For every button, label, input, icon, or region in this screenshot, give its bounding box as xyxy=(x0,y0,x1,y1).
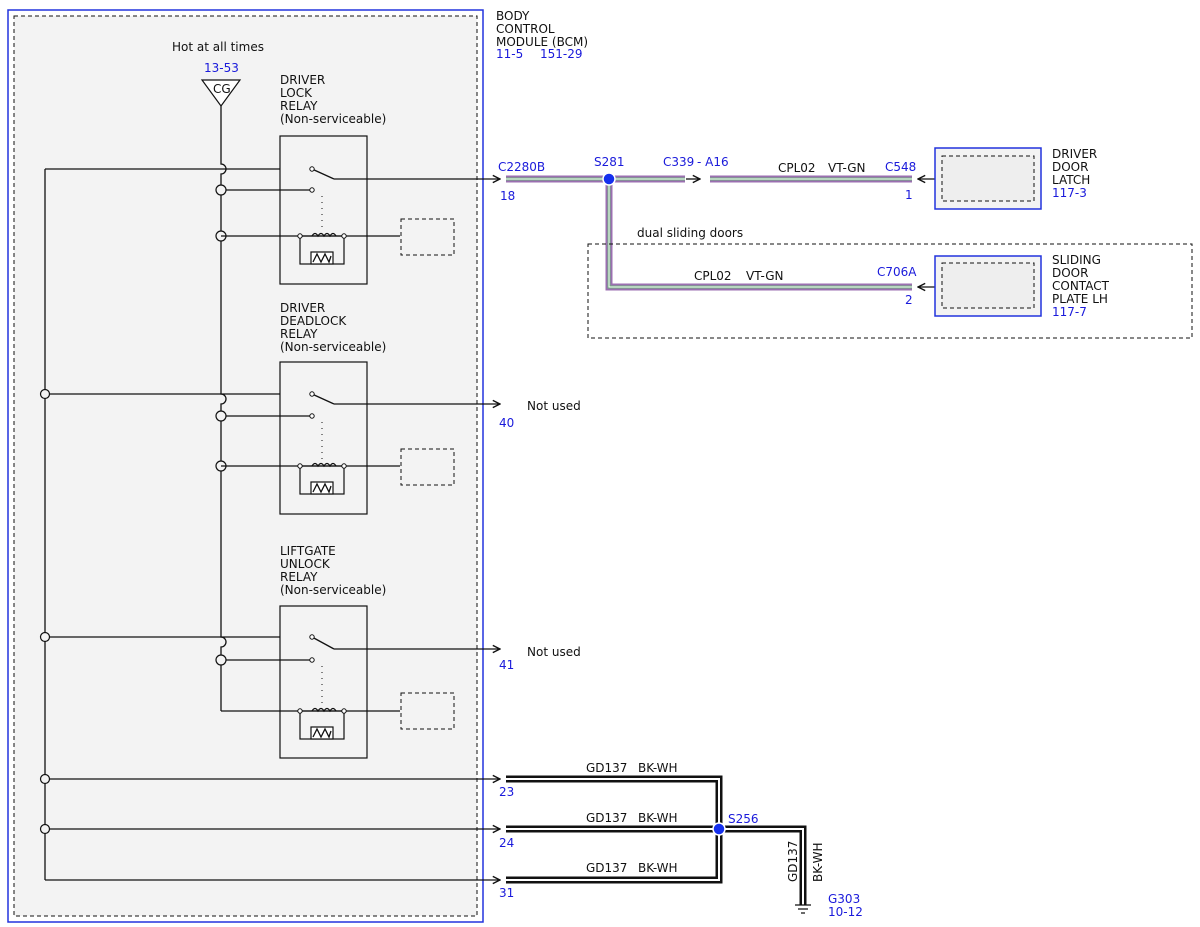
relay-driver-lock: DRIVER LOCK RELAY (Non-serviceable) xyxy=(215,73,500,285)
svg-text:RELAY: RELAY xyxy=(280,570,318,584)
svg-text:C548: C548 xyxy=(885,160,916,174)
svg-text:(Non-serviceable): (Non-serviceable) xyxy=(280,112,386,126)
svg-text:C706A: C706A xyxy=(877,265,917,279)
svg-text:BK-WH: BK-WH xyxy=(638,861,678,875)
driver-door-latch: DRIVER DOOR LATCH 117-3 xyxy=(934,147,1097,210)
not-used-41: Not used xyxy=(527,645,581,659)
vt-gn-wires: S281 C339 - A16 CPL02 VT-GN C548 1 CPL02… xyxy=(506,155,936,307)
svg-text:DRIVER: DRIVER xyxy=(1052,147,1097,161)
pin-40: 40 xyxy=(499,416,514,430)
pin-24: 24 xyxy=(499,836,514,850)
svg-text:BODY: BODY xyxy=(496,9,530,23)
pin-31: 31 xyxy=(499,886,514,900)
svg-text:CPL02: CPL02 xyxy=(694,269,732,283)
svg-text:DRIVER: DRIVER xyxy=(280,73,325,87)
svg-text:VT-GN: VT-GN xyxy=(746,269,783,283)
svg-text:BK-WH: BK-WH xyxy=(638,811,678,825)
svg-text:(Non-serviceable): (Non-serviceable) xyxy=(280,340,386,354)
svg-text:1: 1 xyxy=(905,188,913,202)
svg-text:- A16: - A16 xyxy=(697,155,729,169)
svg-text:GD137: GD137 xyxy=(586,811,627,825)
svg-text:LIFTGATE: LIFTGATE xyxy=(280,544,336,558)
power-source: Hot at all times 13-53 CG xyxy=(172,40,264,108)
svg-text:DEADLOCK: DEADLOCK xyxy=(280,314,347,328)
bk-wh-wires: S256 GD137 BK-WH GD137 BK-WH GD137 BK-WH… xyxy=(506,761,863,919)
svg-text:RELAY: RELAY xyxy=(280,99,318,113)
connector-c2280b: C2280B xyxy=(498,160,545,174)
svg-text:BK-WH: BK-WH xyxy=(638,761,678,775)
relay-liftgate-unlock: LIFTGATE UNLOCK RELAY (Non-serviceable) xyxy=(215,544,500,759)
svg-text:2: 2 xyxy=(905,293,913,307)
bcm-pin-labels: C2280B 18 40 Not used 41 Not used 23 24 … xyxy=(498,160,581,900)
splice-s256 xyxy=(712,822,726,836)
svg-text:UNLOCK: UNLOCK xyxy=(280,557,331,571)
svg-text:S281: S281 xyxy=(594,155,625,169)
pin-18: 18 xyxy=(500,189,515,203)
sliding-door-contact-plate: SLIDING DOOR CONTACT PLATE LH 117-7 xyxy=(934,253,1110,319)
splice-s281 xyxy=(602,172,616,186)
svg-text:GD137: GD137 xyxy=(586,861,627,875)
relay-driver-deadlock: DRIVER DEADLOCK RELAY (Non-serviceable) xyxy=(215,301,500,515)
svg-text:DOOR: DOOR xyxy=(1052,160,1088,174)
svg-text:VT-GN: VT-GN xyxy=(828,161,865,175)
svg-text:10-12: 10-12 xyxy=(828,905,863,919)
svg-text:RELAY: RELAY xyxy=(280,327,318,341)
svg-text:DRIVER: DRIVER xyxy=(280,301,325,315)
bcm-module xyxy=(7,9,484,923)
svg-text:C339: C339 xyxy=(663,155,694,169)
pin-41: 41 xyxy=(499,658,514,672)
bcm-ref-2: 151-29 xyxy=(540,47,583,61)
svg-text:MODULE (BCM): MODULE (BCM) xyxy=(496,35,588,49)
svg-text:PLATE LH: PLATE LH xyxy=(1052,292,1108,306)
svg-text:CONTACT: CONTACT xyxy=(1052,279,1110,293)
svg-text:117-3: 117-3 xyxy=(1052,186,1087,200)
svg-text:117-7: 117-7 xyxy=(1052,305,1087,319)
svg-text:G303: G303 xyxy=(828,892,860,906)
svg-text:LOCK: LOCK xyxy=(280,86,313,100)
svg-text:CG: CG xyxy=(213,82,231,96)
svg-text:Hot at all times: Hot at all times xyxy=(172,40,264,54)
bcm-title: BODY CONTROL MODULE (BCM) 11-5 151-29 xyxy=(496,9,588,61)
svg-text:CPL02: CPL02 xyxy=(778,161,816,175)
svg-text:13-53: 13-53 xyxy=(204,61,239,75)
bcm-ref-1: 11-5 xyxy=(496,47,523,61)
svg-text:GD137: GD137 xyxy=(786,841,800,882)
not-used-40: Not used xyxy=(527,399,581,413)
option-dual-sliding-doors: dual sliding doors xyxy=(587,226,1193,339)
svg-text:LATCH: LATCH xyxy=(1052,173,1090,187)
svg-text:SLIDING: SLIDING xyxy=(1052,253,1101,267)
pin-23: 23 xyxy=(499,785,514,799)
svg-text:GD137: GD137 xyxy=(586,761,627,775)
svg-text:S256: S256 xyxy=(728,812,759,826)
svg-text:DOOR: DOOR xyxy=(1052,266,1088,280)
svg-text:dual sliding doors: dual sliding doors xyxy=(637,226,743,240)
ground-bus xyxy=(39,168,501,880)
svg-text:(Non-serviceable): (Non-serviceable) xyxy=(280,583,386,597)
svg-text:BK-WH: BK-WH xyxy=(811,842,825,882)
svg-text:CONTROL: CONTROL xyxy=(496,22,555,36)
